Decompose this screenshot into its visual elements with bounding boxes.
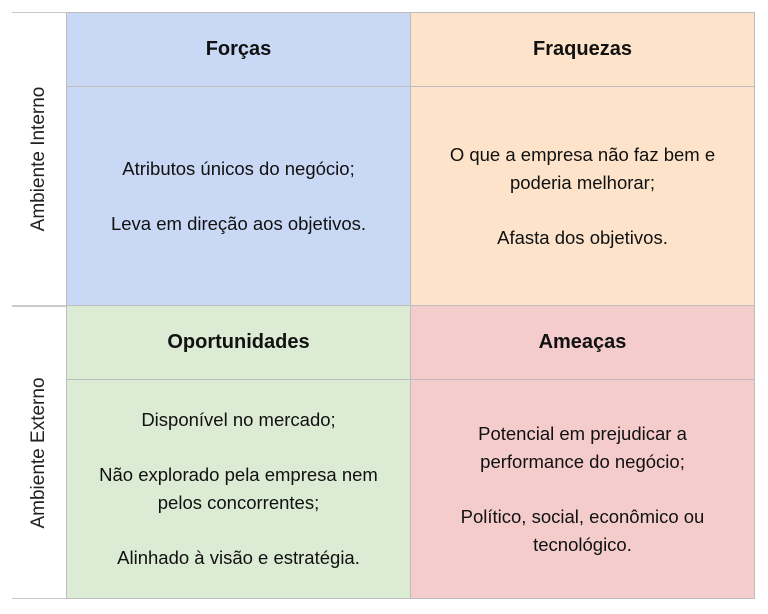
row-label-internal: Ambiente Interno	[12, 12, 66, 306]
forcas-line-2: Leva em direção aos objetivos.	[110, 212, 367, 234]
forcas-line-1: Atributos únicos do negócio;	[122, 157, 355, 179]
oportunidades-line-1: Disponível no mercado;	[141, 409, 336, 430]
quadrant-forcas-body: Atributos únicos do negócio; Leva em dir…	[67, 87, 410, 305]
row-label-external-text: Ambiente Externo	[28, 376, 49, 529]
quadrant-ameacas-title: Ameaças	[411, 306, 754, 380]
oportunidades-line-3: Alinhado à visão e estratégia.	[117, 547, 360, 568]
quadrant-oportunidades-body: Disponível no mercado; Não explorado pel…	[67, 380, 410, 598]
quadrant-forcas-title: Forças	[67, 13, 410, 87]
quadrant-forcas: Forças Atributos únicos do negócio; Leva…	[66, 12, 411, 306]
row-label-internal-text: Ambiente Interno	[28, 86, 49, 232]
row-label-external: Ambiente Externo	[12, 306, 66, 599]
fraquezas-line-2: Afasta dos objetivos.	[497, 226, 668, 248]
quadrant-fraquezas-title: Fraquezas	[411, 13, 754, 87]
quadrant-oportunidades: Oportunidades Disponível no mercado; Não…	[66, 305, 411, 599]
quadrant-oportunidades-title: Oportunidades	[67, 306, 410, 380]
